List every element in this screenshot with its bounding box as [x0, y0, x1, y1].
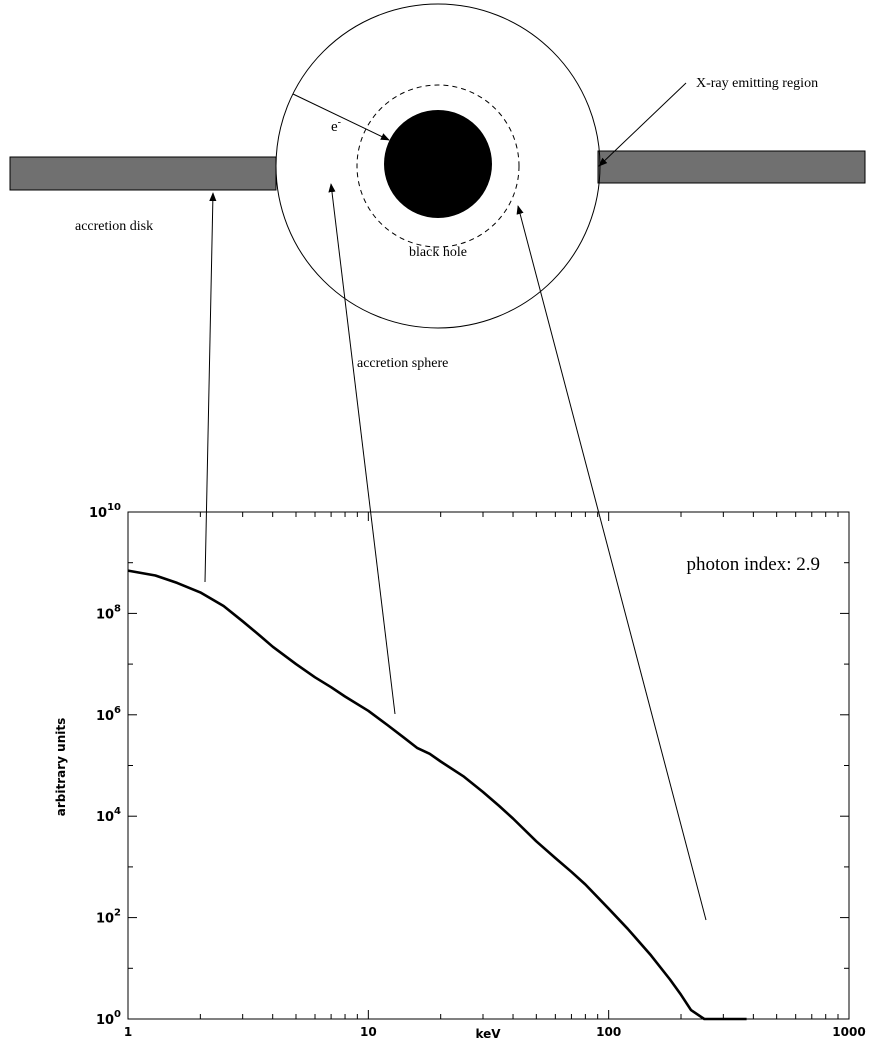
arrow-to-xray-region: [516, 205, 707, 921]
connector-arrows: [204, 183, 707, 921]
emitting-region-boundary: [356, 84, 520, 248]
y-axis-label: arbitrary units: [54, 718, 68, 816]
x-tick-labels: 1 10 100 1000: [124, 1025, 866, 1039]
spectrum-line: [127, 569, 747, 1021]
plot-frame: [127, 511, 850, 1020]
arrow-to-accretion-disk: [204, 192, 217, 583]
accretion-disk-label: accretion disk: [75, 219, 153, 234]
y-tick-label: 100: [96, 1009, 121, 1028]
y-tick-labels: 100 102 104 106 108 1010: [89, 502, 121, 1028]
black-hole-label: black hole: [409, 245, 467, 260]
arrow-to-accretion-sphere: [328, 183, 396, 715]
x-tick-label: 100: [596, 1025, 621, 1039]
x-axis-label: keV: [475, 1027, 501, 1041]
xray-region-pointer-arrow: [598, 82, 687, 167]
chart: 1 10 100 1000 100 102 104 106 108 1010 photon in…: [54, 502, 866, 1041]
black-hole: [384, 110, 492, 218]
x-tick-label: 10: [360, 1025, 377, 1039]
y-tick-label: 1010: [89, 502, 121, 521]
accretion-sphere-label: accretion sphere: [357, 356, 448, 371]
electron-label: e-: [331, 117, 341, 135]
y-tick-label: 108: [96, 603, 121, 622]
accretion-disk-left: [9, 156, 277, 191]
axis-ticks: [127, 511, 849, 1020]
xray-region-label: X-ray emitting region: [696, 76, 818, 91]
x-tick-label: 1: [124, 1025, 132, 1039]
electron-path-arrow: [292, 93, 390, 141]
y-tick-label: 106: [96, 705, 121, 724]
schematic: e- black hole accretion disk accretion s…: [9, 3, 866, 371]
accretion-disk-right: [597, 150, 866, 184]
x-tick-label: 1000: [832, 1025, 865, 1039]
y-tick-label: 104: [96, 806, 121, 825]
photon-index-annotation: photon index: 2.9: [686, 554, 820, 575]
y-tick-label: 102: [96, 908, 121, 927]
